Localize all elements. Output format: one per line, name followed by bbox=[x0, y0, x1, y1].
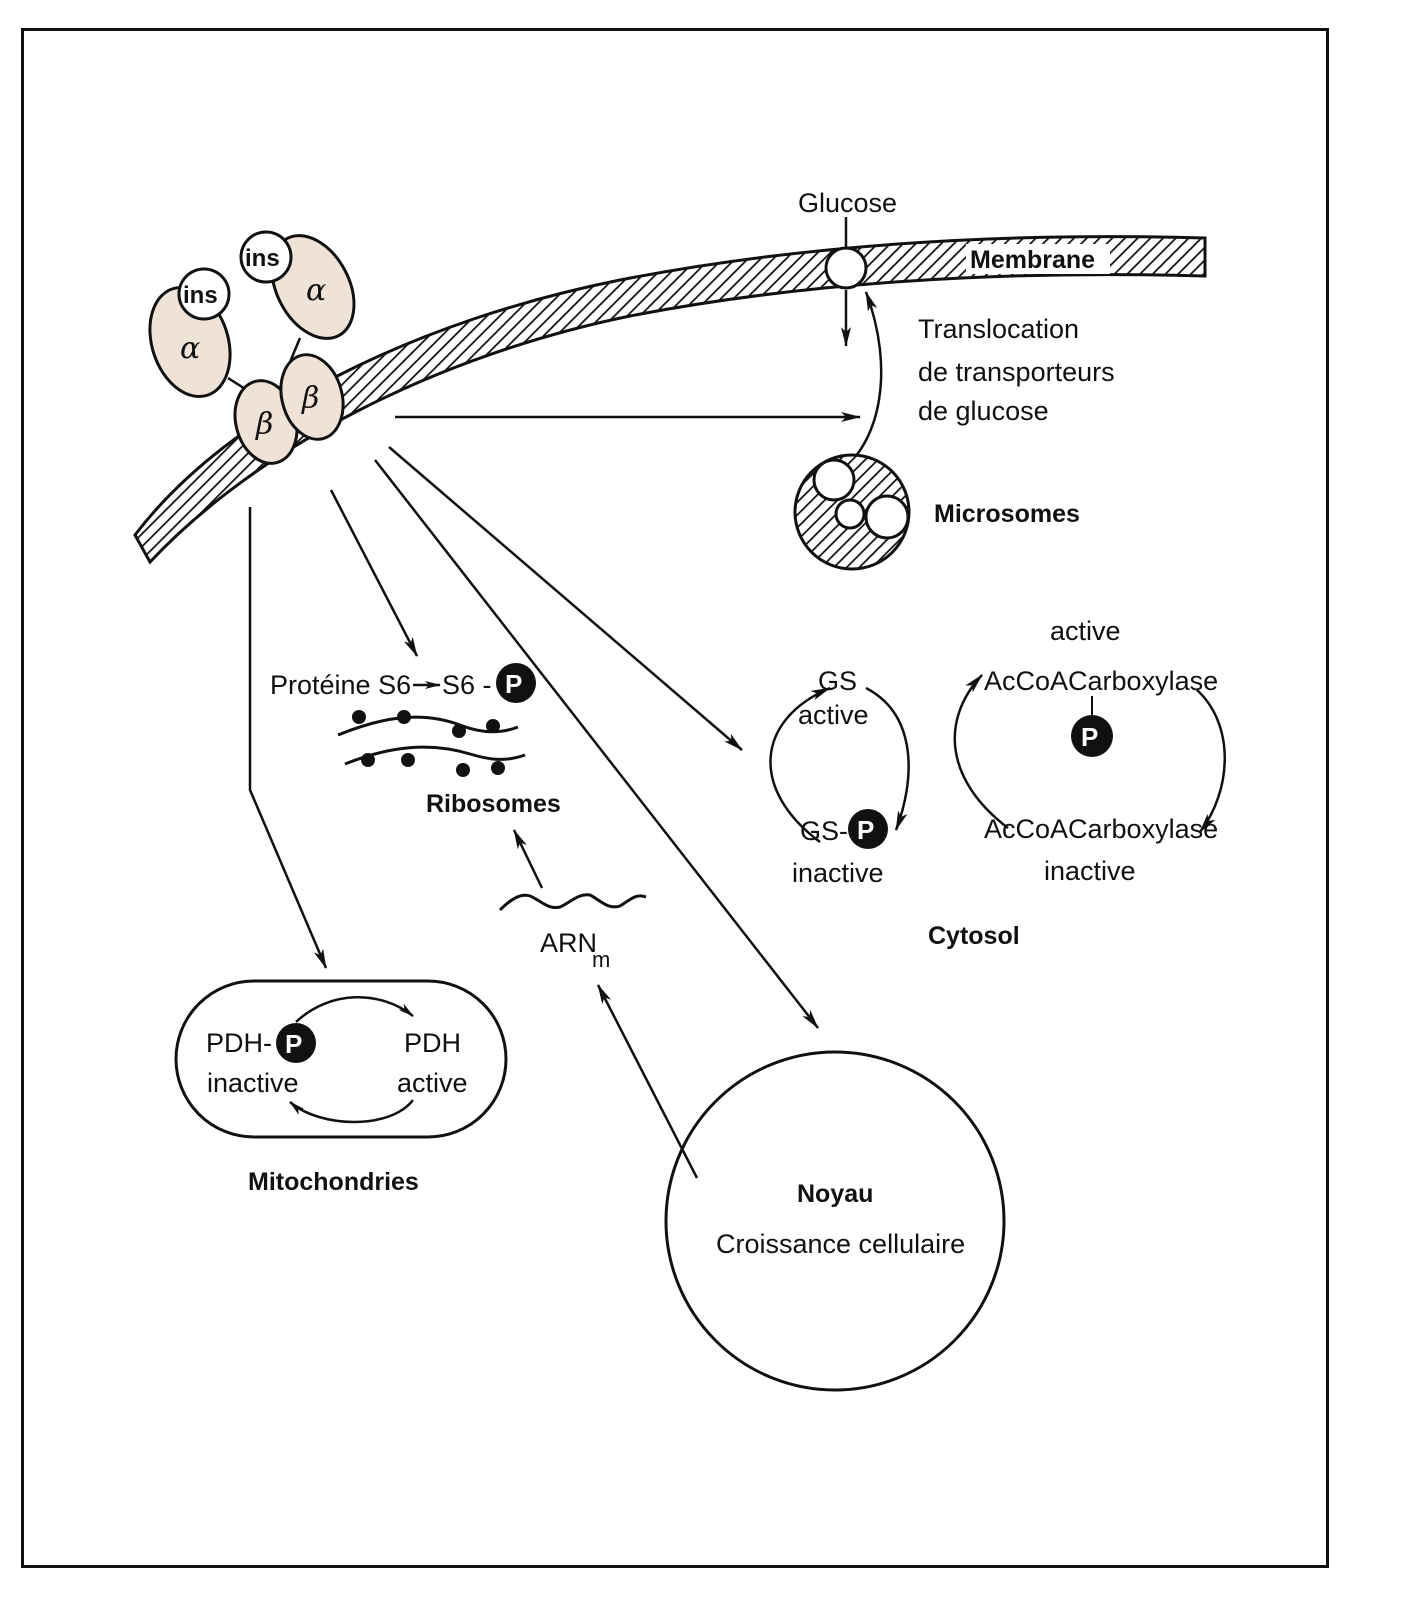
phospho-badge-acc bbox=[1071, 715, 1113, 757]
nucleus-to-mrna-arrow bbox=[596, 984, 699, 1179]
mrna-subscript: m bbox=[592, 947, 610, 972]
mrna-wave bbox=[498, 893, 647, 912]
phospho-letter-pdh: P bbox=[285, 1029, 302, 1059]
figure-frame bbox=[21, 28, 1329, 1568]
phospho-letter-acc: P bbox=[1081, 722, 1098, 752]
glucose-label: Glucose bbox=[798, 188, 897, 218]
pdh-inactive-name: PDH- bbox=[206, 1028, 272, 1058]
pdh-inactive-state: inactive bbox=[207, 1068, 299, 1098]
acc-active-name: AcCoACarboxylase bbox=[984, 666, 1218, 696]
acc-cycle: active AcCoACarboxylase P AcCoACarboxyla… bbox=[953, 616, 1226, 886]
translocation-line1: Translocation bbox=[918, 314, 1079, 344]
arrow-to-ribosomes bbox=[329, 489, 419, 657]
mrna-label: ARN bbox=[540, 928, 597, 958]
acc-active-state: active bbox=[1050, 616, 1121, 646]
membrane-label: Membrane bbox=[970, 246, 1095, 274]
cytosol-label: Cytosol bbox=[928, 922, 1020, 950]
nucleus-subtitle: Croissance cellulaire bbox=[716, 1229, 965, 1259]
insulin-molecule-right bbox=[239, 230, 293, 284]
alpha-subunit-right bbox=[270, 234, 356, 340]
arrow-to-nucleus bbox=[374, 459, 819, 1029]
arrow-to-cytosol bbox=[388, 446, 743, 751]
gs-cycle: GS active GS- P inactive bbox=[769, 666, 910, 888]
phospho-badge-pdh bbox=[276, 1023, 316, 1063]
insulin-receptor: ins ins α α β β bbox=[148, 230, 356, 465]
mitochondrion: PDH- P inactive PDH active bbox=[174, 979, 508, 1139]
beta-label-left: β bbox=[255, 407, 273, 442]
alpha-label-right: α bbox=[306, 273, 326, 308]
phospho-letter-gs: P bbox=[857, 815, 874, 845]
beta-subunit-right bbox=[279, 353, 345, 441]
pdh-active-state: active bbox=[397, 1068, 468, 1098]
gs-inactive-state: inactive bbox=[792, 858, 884, 888]
translocation-line3: de glucose bbox=[918, 396, 1049, 426]
beta-label-right: β bbox=[301, 381, 319, 416]
gs-active-name: GS bbox=[818, 666, 857, 696]
insulin-molecule-left bbox=[177, 267, 231, 321]
microsomes-label: Microsomes bbox=[934, 500, 1080, 528]
acc-inactive-state: inactive bbox=[1044, 856, 1136, 886]
nucleus-title: Noyau bbox=[797, 1180, 873, 1208]
phospho-badge-gs bbox=[848, 809, 888, 849]
pdh-active-name: PDH bbox=[404, 1028, 461, 1058]
gs-active-state: active bbox=[798, 700, 869, 730]
acc-inactive-name: AcCoACarboxylase bbox=[984, 814, 1218, 844]
microsome-vesicle bbox=[793, 453, 911, 571]
ins-label-right: ins bbox=[245, 245, 280, 272]
alpha-label-left: α bbox=[180, 331, 200, 366]
mrna-to-ribosome-arrow bbox=[512, 829, 544, 889]
translocation-line2: de transporteurs bbox=[918, 357, 1115, 387]
s6-product-label: S6 - bbox=[442, 670, 492, 700]
phospho-badge-s6 bbox=[496, 663, 536, 703]
protein-s6-label: Protéine S6 bbox=[270, 670, 411, 700]
ribosomes-label: Ribosomes bbox=[426, 790, 561, 818]
translocation-arrow bbox=[841, 291, 883, 471]
gs-inactive-name: GS- bbox=[800, 816, 848, 846]
mitochondria-label: Mitochondries bbox=[248, 1168, 419, 1196]
glucose-transporter bbox=[824, 246, 868, 290]
phospho-letter-s6: P bbox=[505, 669, 522, 699]
nucleus bbox=[664, 1050, 1006, 1392]
arrow-to-mitochondria bbox=[248, 507, 328, 969]
ins-label-left: ins bbox=[183, 282, 218, 309]
ribosome-strands bbox=[337, 710, 526, 777]
